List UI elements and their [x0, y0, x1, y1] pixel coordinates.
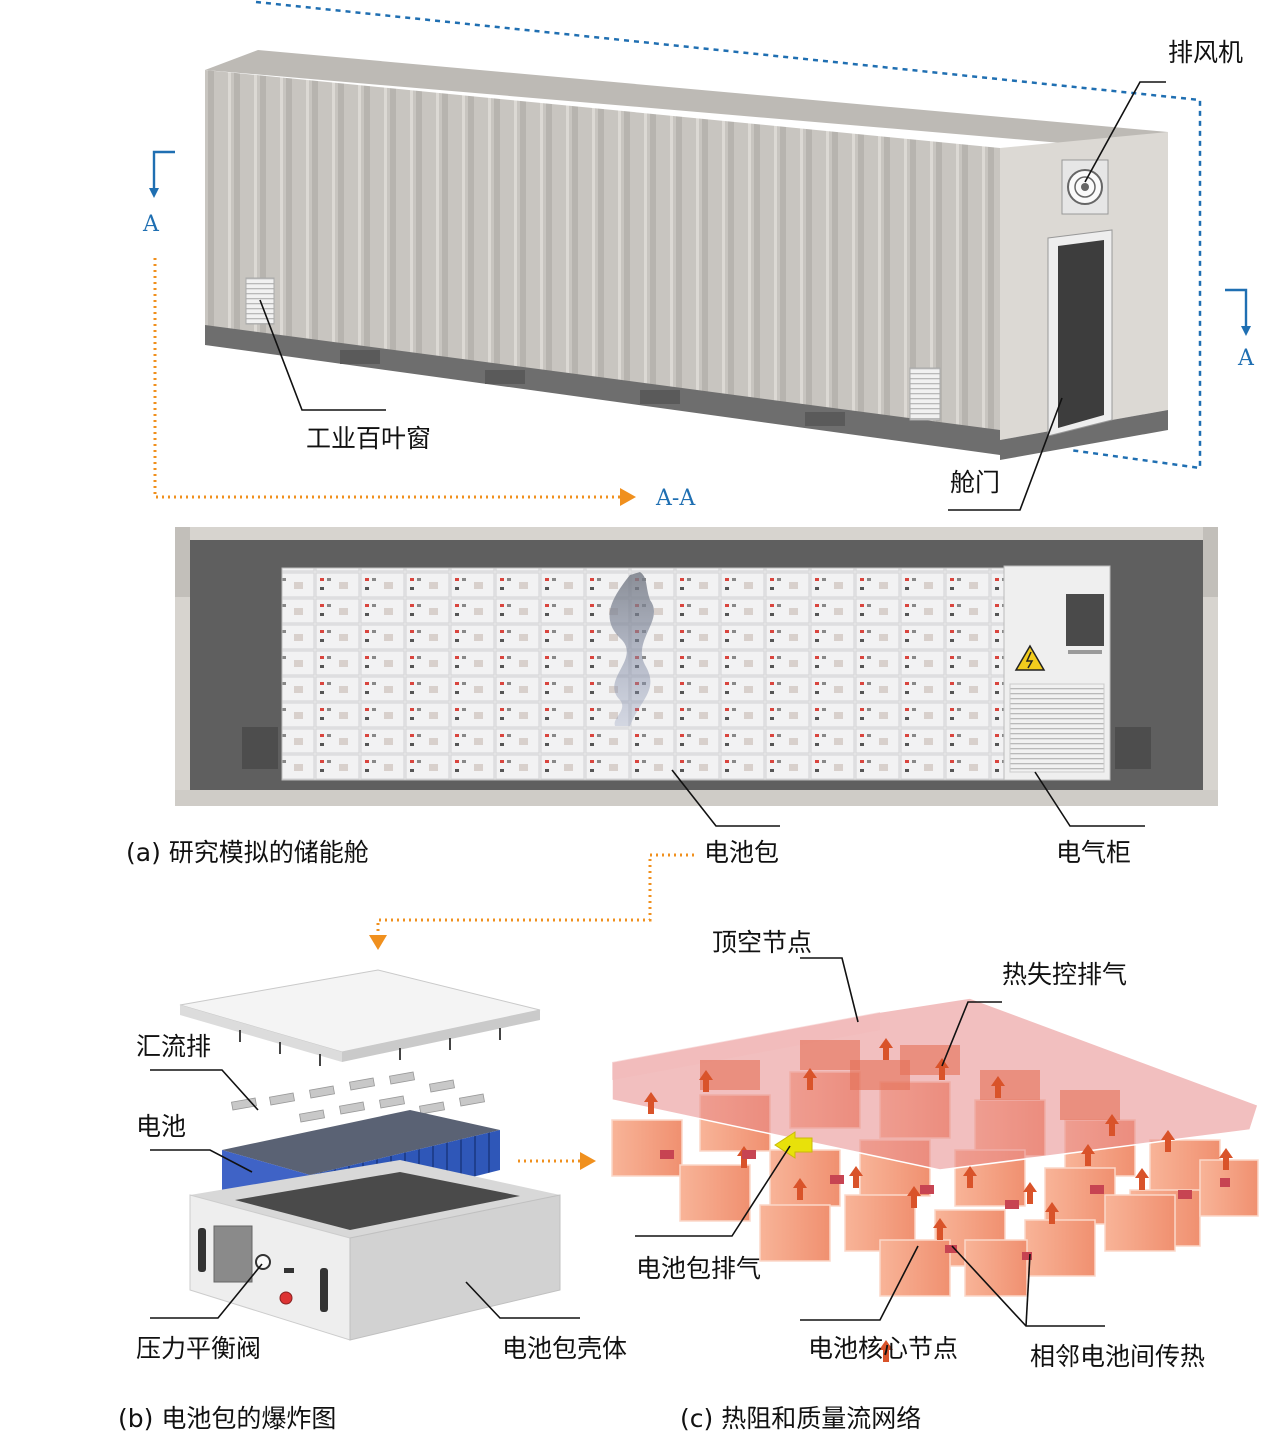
pressure-valve-label: 压力平衡阀: [136, 1334, 262, 1363]
container-section: [175, 527, 1218, 950]
battery-pack-label: 电池包: [704, 838, 780, 867]
caption-c: (c) 热阻和质量流网络: [680, 1404, 922, 1433]
section-name-label: A-A: [656, 486, 696, 511]
louver-label: 工业百叶窗: [306, 424, 432, 453]
section-marker-left: A: [143, 212, 159, 237]
thermal-runaway-vent-label: 热失控排气: [1002, 960, 1128, 989]
pack-vent-label: 电池包排气: [636, 1254, 762, 1283]
busbar-label: 汇流排: [136, 1032, 212, 1061]
headspace-node-label: 顶空节点: [712, 928, 813, 957]
caption-b: (b) 电池包的爆炸图: [118, 1404, 337, 1433]
electrical-cabinet-label: 电气柜: [1056, 838, 1132, 867]
adjacent-heat-transfer-label: 相邻电池间传热: [1030, 1342, 1206, 1371]
caption-a: (a) 研究模拟的储能舱: [126, 838, 369, 867]
battery-label: 电池: [136, 1112, 187, 1141]
cell-core-node-label: 电池核心节点: [808, 1334, 959, 1363]
pack-shell-label: 电池包壳体: [502, 1334, 628, 1363]
section-marker-right: A: [1238, 346, 1254, 371]
thermal-network: [611, 957, 1259, 1362]
container-exterior: [149, 0, 1251, 511]
exploded-pack: [150, 969, 596, 1341]
door-label: 舱门: [950, 468, 1001, 497]
fan-label: 排风机: [1168, 38, 1244, 67]
